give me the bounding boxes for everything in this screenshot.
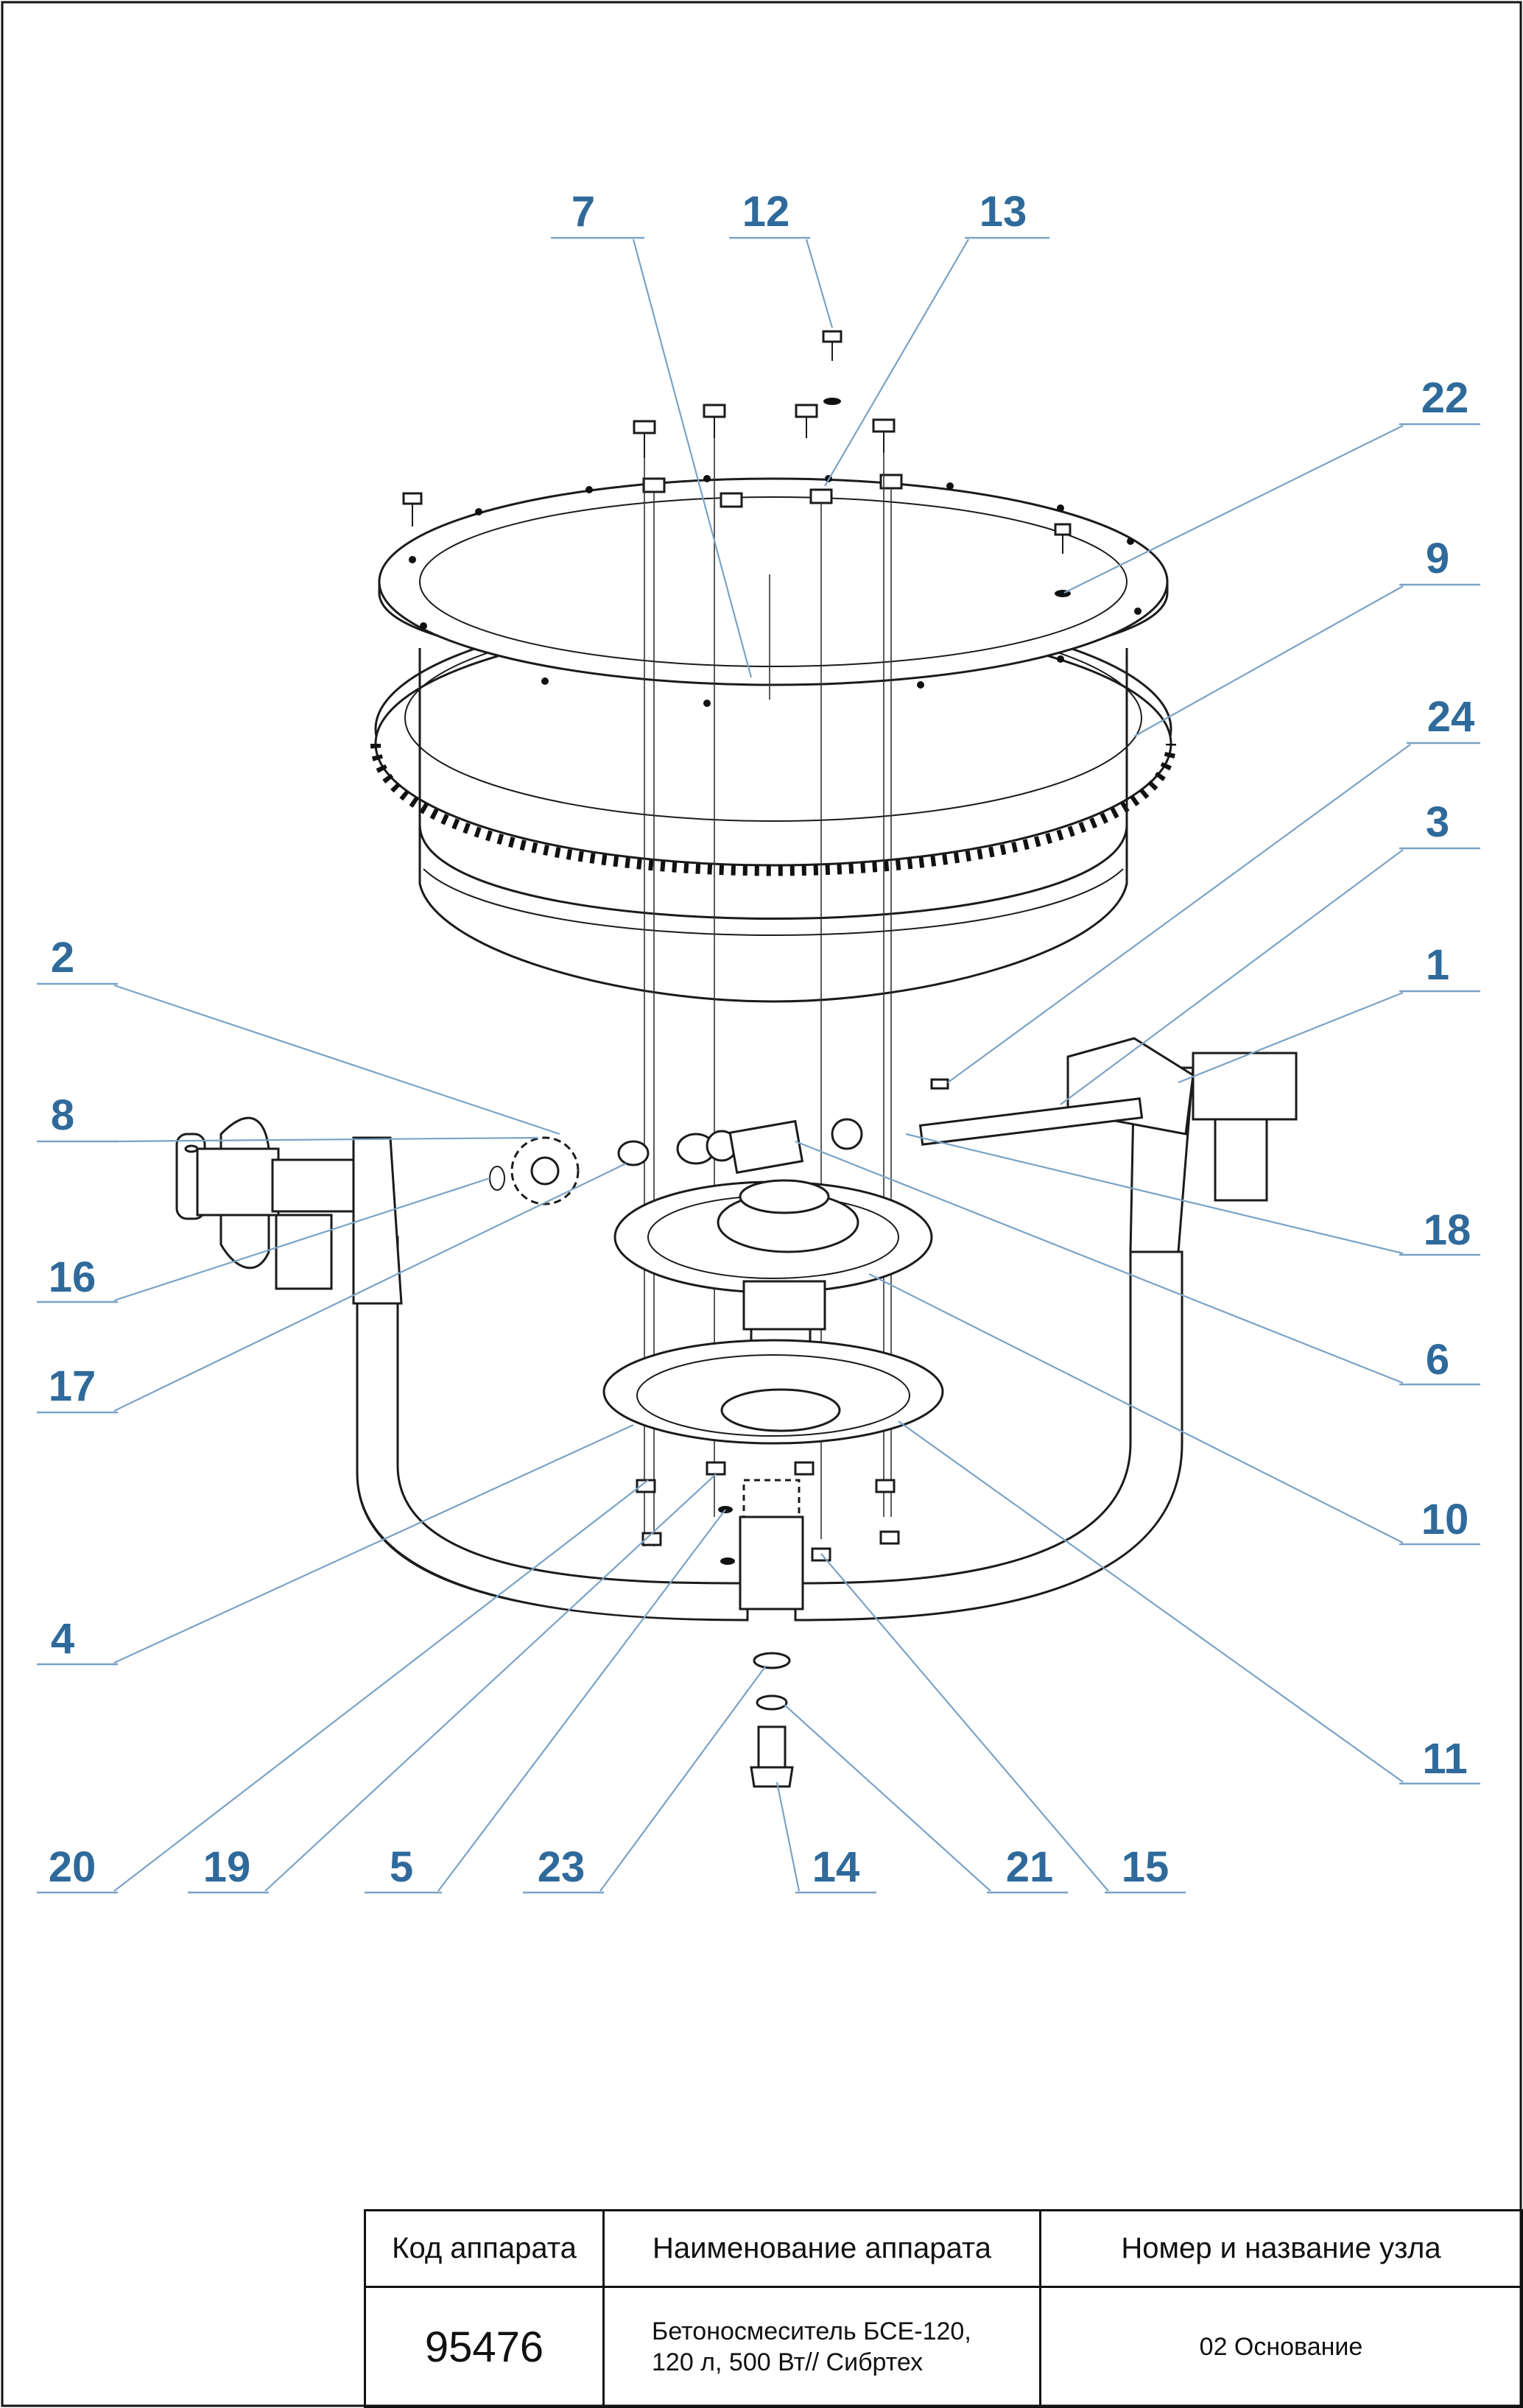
top-bolts <box>402 330 1072 597</box>
apparatus-name: Бетоносмеситель БСЕ-120, 120 л, 500 Вт// … <box>605 2288 1041 2406</box>
svg-text:21: 21 <box>1006 1843 1054 1891</box>
name-header: Наименование аппарата <box>605 2211 1041 2288</box>
drum-assembly <box>370 475 1176 1003</box>
svg-text:4: 4 <box>51 1615 74 1663</box>
code-header: Код аппарата <box>366 2211 605 2288</box>
svg-text:7: 7 <box>571 188 595 236</box>
svg-text:17: 17 <box>49 1362 96 1410</box>
callout-5: 5 <box>365 1509 726 1894</box>
apparatus-name-line2: 120 л, 500 Вт// Сибртех <box>652 2348 924 2376</box>
upper-hub-flange <box>613 1179 933 1419</box>
svg-text:18: 18 <box>1424 1206 1471 1254</box>
apparatus-code: 95476 <box>366 2288 605 2406</box>
apparatus-name-line1: Бетоносмеситель БСЕ-120, <box>652 2317 971 2345</box>
callout-4: 4 <box>37 1423 634 1666</box>
svg-text:19: 19 <box>203 1843 251 1891</box>
svg-text:16: 16 <box>49 1253 96 1301</box>
svg-text:1: 1 <box>1426 941 1449 989</box>
svg-text:9: 9 <box>1426 535 1449 582</box>
callout-22: 22 <box>1063 374 1480 594</box>
callout-14: 14 <box>775 1781 876 1894</box>
callout-13: 13 <box>824 188 1049 487</box>
svg-text:5: 5 <box>390 1843 413 1891</box>
callout-24: 24 <box>947 693 1480 1083</box>
callout-12: 12 <box>729 188 834 328</box>
callouts: 7 12 13 22 9 24 <box>37 188 1480 1894</box>
callout-21: 21 <box>784 1704 1068 1894</box>
svg-text:6: 6 <box>1426 1336 1449 1384</box>
callout-16: 16 <box>37 1177 490 1303</box>
svg-text:22: 22 <box>1421 374 1469 422</box>
bushings <box>617 1118 863 1175</box>
svg-text:14: 14 <box>812 1843 860 1891</box>
svg-text:12: 12 <box>742 188 790 236</box>
callout-1: 1 <box>1178 941 1480 1084</box>
callout-9: 9 <box>1133 535 1480 737</box>
callout-10: 10 <box>868 1273 1480 1546</box>
left-motor-mount <box>175 1116 355 1290</box>
title-block: Код аппарата Наименование аппарата Номер… <box>364 2209 1523 2408</box>
callout-20: 20 <box>37 1479 649 1894</box>
callout-23: 23 <box>523 1665 767 1894</box>
callout-11: 11 <box>898 1420 1480 1785</box>
callout-7: 7 <box>551 188 753 678</box>
callout-8: 8 <box>37 1091 538 1143</box>
svg-text:13: 13 <box>979 188 1027 236</box>
callout-15: 15 <box>820 1553 1186 1894</box>
svg-text:15: 15 <box>1122 1843 1169 1891</box>
washers-bolt <box>750 1652 794 1788</box>
callout-2: 2 <box>37 934 560 1136</box>
svg-text:11: 11 <box>1422 1735 1467 1783</box>
lower-hub-flange <box>602 1339 944 1445</box>
svg-text:8: 8 <box>51 1091 74 1139</box>
right-shaft-bracket <box>918 1037 1298 1202</box>
svg-text:20: 20 <box>49 1843 96 1891</box>
svg-text:10: 10 <box>1421 1496 1469 1543</box>
flange-holes <box>409 475 1142 707</box>
callout-19: 19 <box>188 1474 717 1894</box>
top-flange-ring <box>378 477 1169 847</box>
node-name: 02 Основание <box>1199 2332 1363 2361</box>
node-header: Номер и название узла <box>1041 2211 1521 2288</box>
svg-text:23: 23 <box>538 1843 585 1891</box>
callout-18: 18 <box>905 1133 1480 1256</box>
pinion-gear <box>489 1136 580 1205</box>
callout-3: 3 <box>1060 798 1480 1105</box>
callout-17: 17 <box>37 1163 627 1414</box>
callout-6: 6 <box>795 1140 1480 1386</box>
svg-text:2: 2 <box>51 934 74 982</box>
svg-text:3: 3 <box>1426 798 1449 846</box>
svg-text:24: 24 <box>1427 693 1475 741</box>
